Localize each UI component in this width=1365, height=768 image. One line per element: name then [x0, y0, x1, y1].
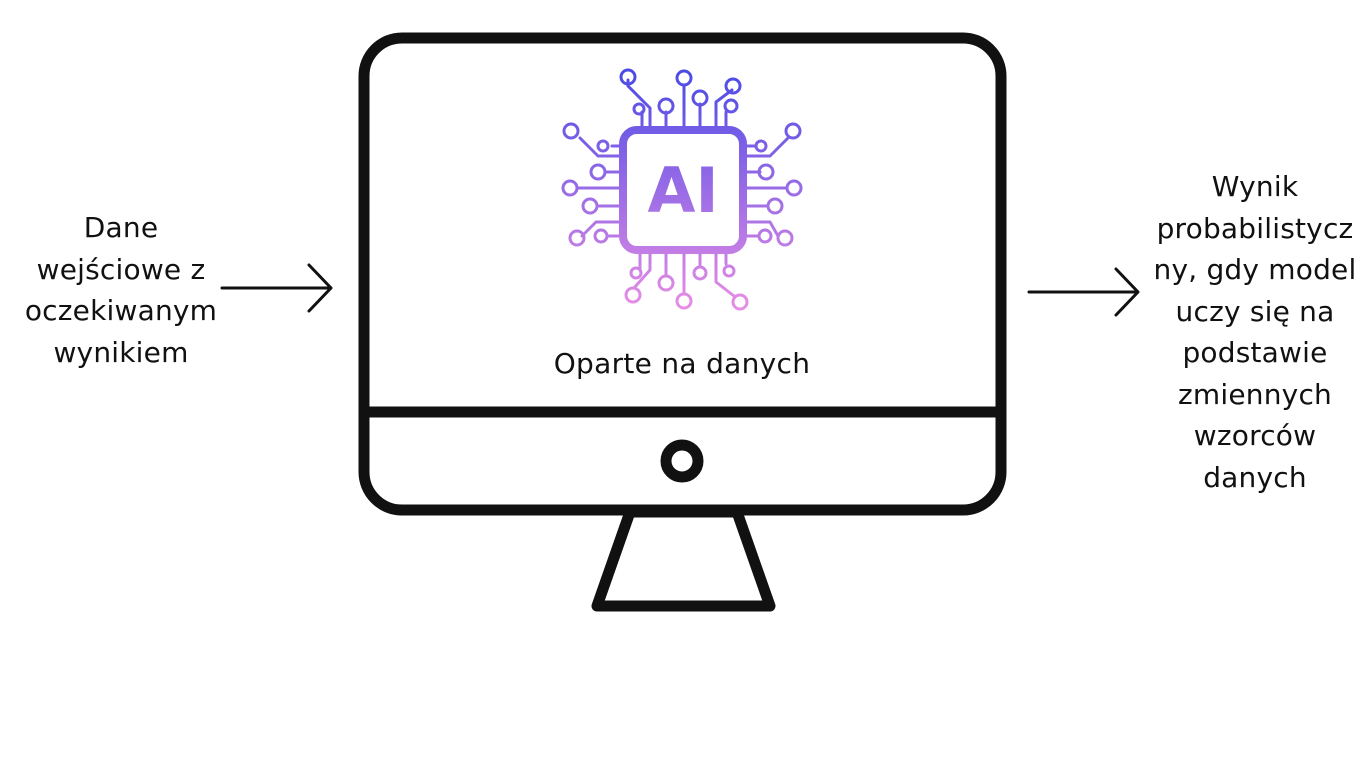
input-description: Dane wejściowe z oczekiwanym wynikiem — [0, 207, 242, 373]
output-line: zmiennych — [1178, 377, 1332, 411]
output-line: Wynik — [1211, 170, 1299, 203]
chip-label: AI — [647, 154, 718, 227]
ai-chip-icon — [561, 68, 803, 311]
power-button-icon — [660, 439, 704, 483]
input-line: wynikiem — [53, 335, 189, 369]
input-line: oczekiwanym — [24, 294, 218, 327]
output-line: probabilistycz — [1156, 211, 1354, 245]
output-line: danych — [1203, 460, 1307, 494]
output-line: uczy się na — [1175, 294, 1335, 328]
output-line: ny, gdy model — [1153, 253, 1357, 286]
input-arrow-icon — [220, 263, 333, 313]
monitor-icon — [358, 32, 1007, 612]
output-description: Wynik probabilistycz ny, gdy model uczy … — [1147, 166, 1363, 498]
input-line: Dane — [83, 211, 159, 244]
screen-label: Oparte na danych — [553, 347, 811, 380]
input-line: wejściowe z — [36, 252, 206, 286]
output-line: podstawie — [1182, 336, 1328, 369]
output-line: wzorców — [1193, 419, 1317, 452]
output-arrow-icon — [1027, 267, 1140, 317]
